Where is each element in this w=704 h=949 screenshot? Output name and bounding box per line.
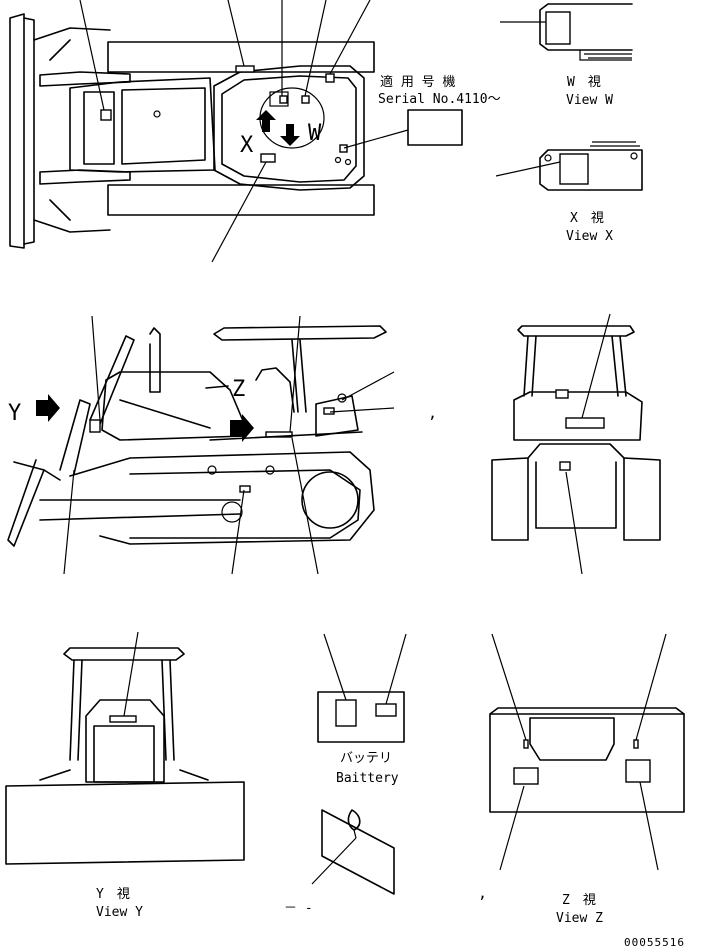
side-view-letter-y: Y bbox=[8, 401, 21, 426]
view-w-drawing bbox=[500, 3, 633, 61]
view-w-label-en: View W bbox=[566, 93, 613, 108]
view-x-label-jp: X 視 bbox=[570, 211, 604, 226]
view-w-label-jp: W 視 bbox=[567, 75, 601, 90]
view-z-label-en: View Z bbox=[556, 911, 603, 926]
top-view-drawing bbox=[9, 0, 463, 263]
side-view-drawing bbox=[7, 315, 395, 575]
drawing-number: 00055516 bbox=[624, 936, 685, 949]
dash-mark: － - bbox=[284, 901, 313, 916]
rear-view-drawing bbox=[491, 313, 661, 575]
top-view-letter-w: W bbox=[308, 121, 322, 146]
view-y-drawing bbox=[5, 631, 245, 865]
view-x-drawing bbox=[495, 141, 643, 191]
comma-mark-2: , bbox=[478, 884, 487, 902]
battery-drawing bbox=[317, 633, 407, 743]
top-view-letter-x: X bbox=[240, 133, 254, 158]
serial-note-jp: 適 用 号 機 bbox=[380, 74, 455, 90]
battery-label-jp: バッテリ bbox=[340, 751, 392, 766]
view-y-label-en: View Y bbox=[96, 905, 143, 920]
view-y-label-jp: Y 視 bbox=[96, 887, 130, 902]
battery-label-en: Baittery bbox=[336, 771, 399, 786]
view-x-label-en: View X bbox=[566, 229, 613, 244]
decal-drawing bbox=[311, 809, 395, 895]
view-z-label-jp: Z 視 bbox=[562, 893, 596, 908]
view-z-drawing bbox=[489, 633, 685, 871]
side-view-letter-z: Z bbox=[232, 377, 245, 402]
comma-mark-1: , bbox=[428, 404, 437, 422]
serial-note-en: Serial No.4110～ bbox=[378, 92, 501, 107]
